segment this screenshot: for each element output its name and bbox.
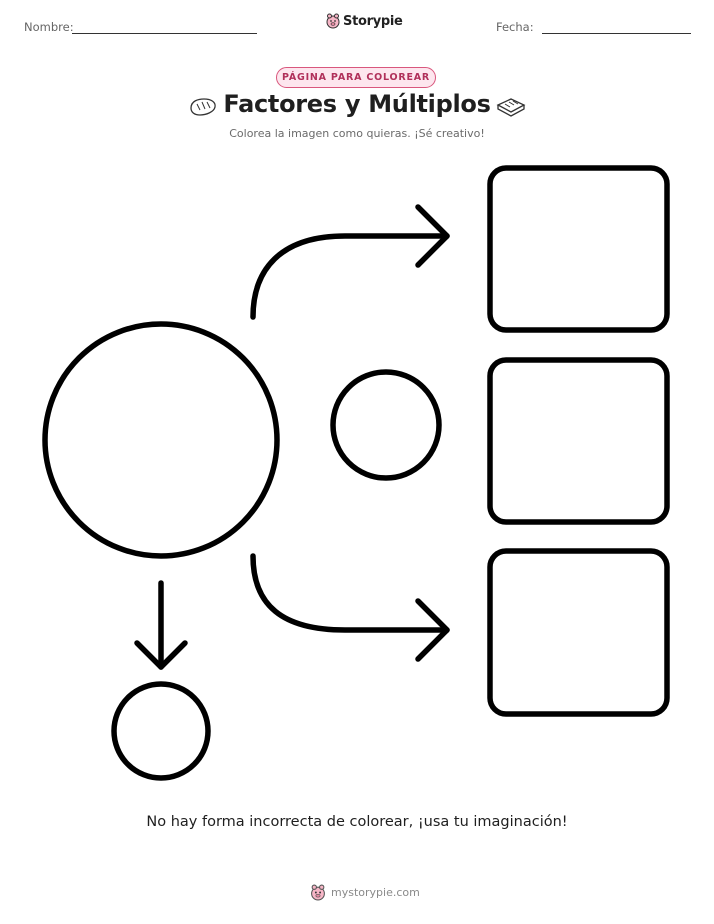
- arrow-up-right: [250, 204, 450, 320]
- site-credit: mystorypie.com: [310, 884, 420, 901]
- site-url[interactable]: mystorypie.com: [331, 886, 420, 899]
- small-circle-bottom: [111, 681, 211, 781]
- date-line: [542, 33, 691, 34]
- badge-label: PÁGINA PARA COLOREAR: [281, 72, 431, 83]
- arrow-down: [134, 580, 188, 670]
- arrow-down-right: [250, 553, 450, 662]
- small-circle-center: [330, 369, 442, 481]
- box-bottom: [487, 548, 670, 717]
- encouragement-message: No hay forma incorrecta de colorear, ¡us…: [146, 814, 568, 830]
- box-top: [487, 165, 670, 333]
- page-subtitle: Colorea la imagen como quieras. ¡Sé crea…: [229, 127, 485, 140]
- name-label: Nombre:: [24, 20, 74, 34]
- bread-icon: [190, 98, 216, 116]
- page-type-badge: PÁGINA PARA COLOREAR: [276, 67, 436, 88]
- large-circle: [42, 321, 280, 559]
- box-middle: [487, 357, 670, 525]
- bread-icon: [496, 98, 526, 117]
- date-label: Fecha:: [496, 20, 534, 34]
- name-line: [72, 33, 257, 34]
- pig-mascot-icon: [311, 884, 325, 901]
- brand-name: Storypie: [343, 13, 403, 29]
- brand-logo: Storypie: [326, 13, 403, 29]
- page-title: Factores y Múltiplos: [223, 90, 491, 118]
- pig-mascot-icon: [326, 13, 340, 29]
